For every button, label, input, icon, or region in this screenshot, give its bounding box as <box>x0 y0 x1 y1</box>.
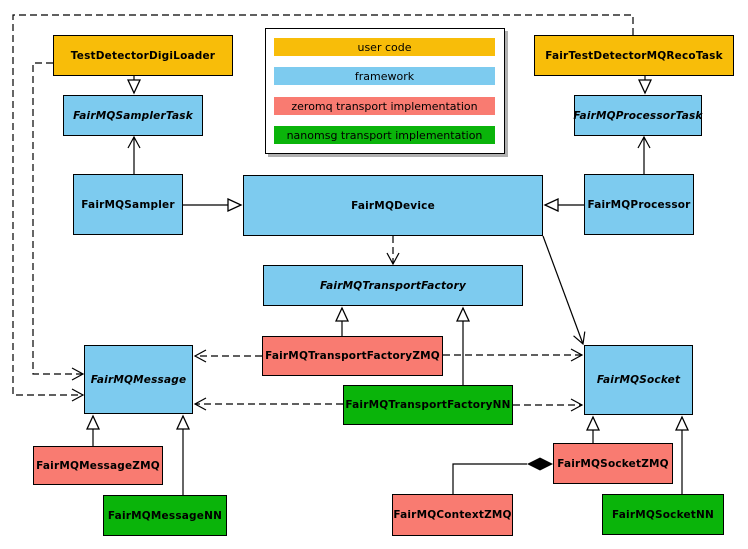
legend: user code framework zeromq transport imp… <box>265 28 505 154</box>
class-box-testdetectordigiloader: TestDetectorDigiLoader <box>53 35 233 76</box>
class-box-fairmqprocessortask: FairMQProcessorTask <box>573 95 702 136</box>
class-box-fairmqprocessor: FairMQProcessor <box>584 174 694 235</box>
legend-item-framework: framework <box>274 67 495 85</box>
class-box-fairmqsocket: FairMQSocket <box>584 345 693 415</box>
class-box-fairmqtransportfactoryzmq: FairMQTransportFactoryZMQ <box>262 336 443 376</box>
edge-digiloader-message <box>32 62 85 381</box>
class-box-fairmqmessage: FairMQMessage <box>84 345 193 414</box>
class-box-fairmqsocketzmq: FairMQSocketZMQ <box>553 443 673 484</box>
edge-contextzmq-socketzmq <box>452 463 527 494</box>
class-box-fairtestdetectormqrecotask: FairTestDetectorMQRecoTask <box>534 35 734 76</box>
legend-item-user-code: user code <box>274 38 495 56</box>
edge-recotask-message <box>12 14 634 402</box>
class-box-fairmqsamplertask: FairMQSamplerTask <box>63 95 203 136</box>
class-box-fairmqsampler: FairMQSampler <box>73 174 183 235</box>
aggregation-diamond <box>527 457 553 471</box>
class-box-fairmqmessagenn: FairMQMessageNN <box>103 495 227 536</box>
legend-item-nanomsg: nanomsg transport implementation <box>274 126 495 144</box>
class-box-fairmqmessagezmq: FairMQMessageZMQ <box>33 446 163 485</box>
class-box-fairmqdevice: FairMQDevice <box>243 175 543 236</box>
class-box-fairmqtransportfactory: FairMQTransportFactory <box>263 265 523 306</box>
class-box-fairmqtransportfactorynn: FairMQTransportFactoryNN <box>343 385 513 425</box>
legend-item-zeromq: zeromq transport implementation <box>274 97 495 115</box>
edge-device-socket <box>542 235 586 346</box>
class-box-fairmqcontextzmq: FairMQContextZMQ <box>392 494 513 536</box>
class-box-fairmqsocketnn: FairMQSocketNN <box>602 494 724 535</box>
